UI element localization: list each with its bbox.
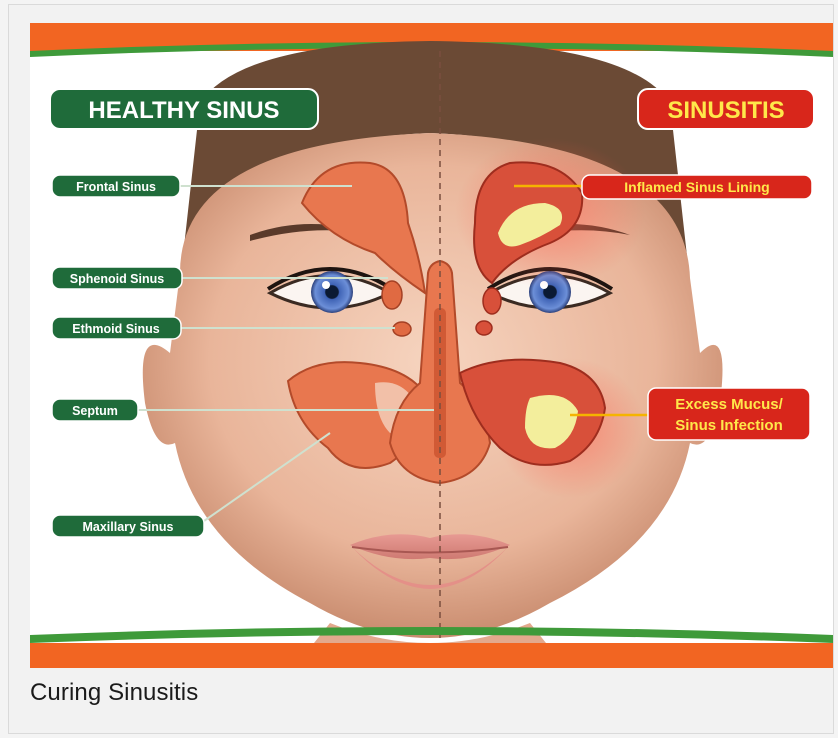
healthy-sinus-title: HEALTHY SINUS	[50, 89, 318, 129]
svg-text:Inflamed Sinus Lining: Inflamed Sinus Lining	[624, 179, 769, 195]
bottom-band	[30, 627, 833, 668]
svg-text:SINUSITIS: SINUSITIS	[667, 97, 784, 124]
svg-text:Sphenoid Sinus: Sphenoid Sinus	[70, 272, 164, 286]
svg-text:Septum: Septum	[72, 404, 118, 418]
svg-text:Excess Mucus/: Excess Mucus/	[675, 396, 783, 413]
svg-text:Ethmoid Sinus: Ethmoid Sinus	[72, 322, 160, 336]
svg-text:Frontal Sinus: Frontal Sinus	[76, 180, 156, 194]
sinusitis-title: SINUSITIS	[638, 89, 814, 129]
image-card: HEALTHY SINUS SINUSITIS Frontal Sinus Sp…	[8, 4, 834, 734]
svg-text:HEALTHY SINUS: HEALTHY SINUS	[88, 97, 279, 124]
image-caption: Curing Sinusitis	[30, 679, 198, 707]
sinus-diagram: HEALTHY SINUS SINUSITIS Frontal Sinus Sp…	[30, 23, 833, 668]
svg-text:Sinus Infection: Sinus Infection	[675, 417, 783, 434]
svg-text:Maxillary Sinus: Maxillary Sinus	[82, 520, 173, 534]
sinus-diagram-figure[interactable]: HEALTHY SINUS SINUSITIS Frontal Sinus Sp…	[30, 23, 833, 668]
